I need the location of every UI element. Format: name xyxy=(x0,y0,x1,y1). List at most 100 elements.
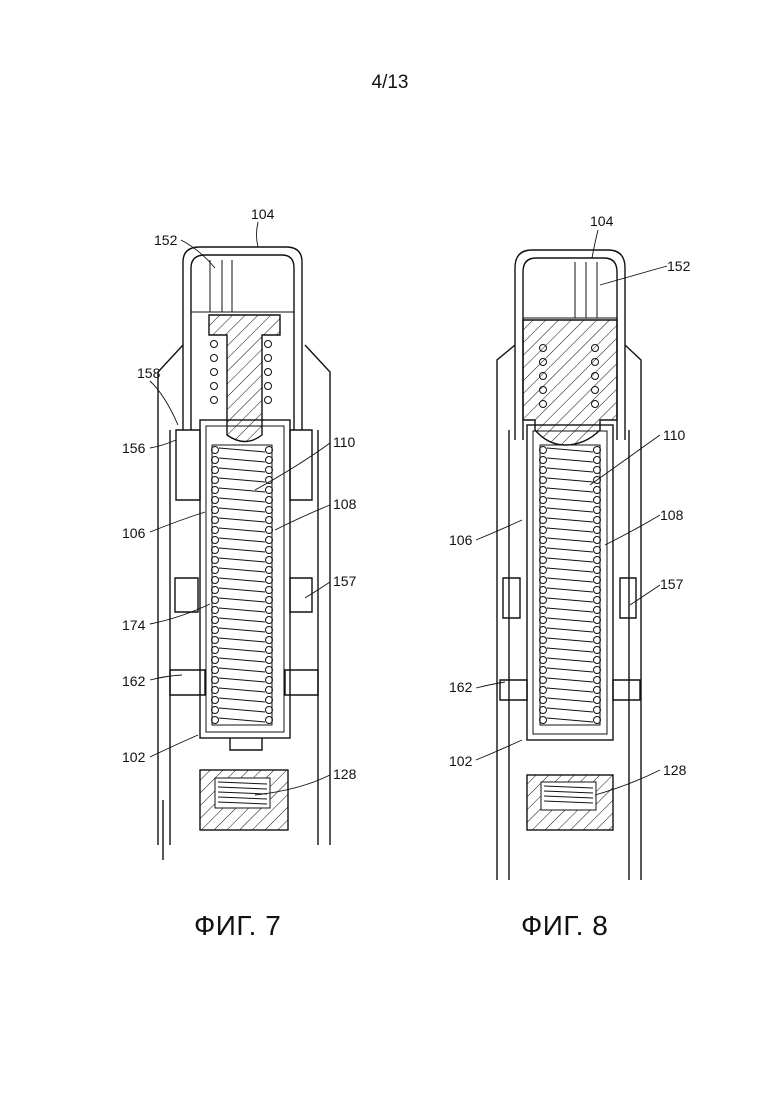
spring-wire xyxy=(547,528,593,532)
spring-wire xyxy=(547,628,593,632)
spring-coil xyxy=(212,667,219,674)
spring-wire xyxy=(219,578,265,582)
spring-coil xyxy=(266,657,273,664)
spring-wire xyxy=(547,488,593,492)
spring-coil xyxy=(594,537,601,544)
spring-wire xyxy=(219,458,265,462)
spring-coil xyxy=(594,517,601,524)
spring-wire xyxy=(547,448,593,452)
spring-coil xyxy=(266,697,273,704)
spring-wire xyxy=(219,628,265,632)
spring-wire xyxy=(219,638,265,642)
spring-wire xyxy=(547,498,593,502)
spring-coil xyxy=(594,467,601,474)
spring-coil xyxy=(594,637,601,644)
spring-wire xyxy=(547,478,593,482)
spring-coil xyxy=(266,497,273,504)
spring-coil xyxy=(266,587,273,594)
spring-coil xyxy=(212,717,219,724)
label-106: 106 xyxy=(122,525,146,541)
label-152: 152 xyxy=(667,258,691,274)
spring-coil xyxy=(212,477,219,484)
spring-coil xyxy=(540,687,547,694)
spring-coil xyxy=(540,467,547,474)
spring-coil xyxy=(594,567,601,574)
label-128: 128 xyxy=(663,762,687,778)
label-174: 174 xyxy=(122,617,146,633)
spring-wire xyxy=(219,718,265,722)
spring-coil xyxy=(540,677,547,684)
spring-coil xyxy=(540,697,547,704)
spring-coil xyxy=(212,677,219,684)
spring-coil xyxy=(540,557,547,564)
spring-wire xyxy=(219,668,265,672)
spring-coil xyxy=(266,717,273,724)
spring-coil xyxy=(266,467,273,474)
spring-coil xyxy=(540,577,547,584)
spring-wire xyxy=(547,548,593,552)
spring-wire xyxy=(219,528,265,532)
spring-wire xyxy=(219,568,265,572)
spring-wire xyxy=(219,588,265,592)
spring-wire xyxy=(219,548,265,552)
spring-coil xyxy=(540,477,547,484)
label-104: 104 xyxy=(251,206,275,222)
spring-wire xyxy=(547,538,593,542)
spring-wire xyxy=(219,598,265,602)
spring-wire xyxy=(219,508,265,512)
spring-coil xyxy=(266,537,273,544)
spring-coil xyxy=(594,597,601,604)
spring-coil xyxy=(266,487,273,494)
spring-coil xyxy=(594,497,601,504)
spring-coil xyxy=(212,527,219,534)
spring-coil xyxy=(212,487,219,494)
spring-wire xyxy=(219,658,265,662)
spring-coil xyxy=(266,597,273,604)
spring-coil xyxy=(594,687,601,694)
spring-wire xyxy=(547,508,593,512)
spring-wire xyxy=(219,468,265,472)
spring-wire xyxy=(219,498,265,502)
label-162: 162 xyxy=(449,679,473,695)
spring-wire xyxy=(547,518,593,522)
spring-wire xyxy=(219,538,265,542)
label-157: 157 xyxy=(660,576,684,592)
label-108: 108 xyxy=(660,507,684,523)
spring-coil xyxy=(540,597,547,604)
spring-coil xyxy=(594,557,601,564)
spring-coil xyxy=(540,627,547,634)
spring-coil xyxy=(540,567,547,574)
spring-coil xyxy=(594,487,601,494)
spring-wire xyxy=(547,668,593,672)
spring-coil xyxy=(594,617,601,624)
spring-wire xyxy=(219,518,265,522)
spring-coil xyxy=(540,637,547,644)
spring-coil xyxy=(540,707,547,714)
spring-wire xyxy=(547,578,593,582)
spring-coil xyxy=(594,697,601,704)
spring-coil xyxy=(594,457,601,464)
spring-coil xyxy=(540,647,547,654)
figure-7-caption: ФИГ. 7 xyxy=(194,910,281,942)
spring-coil xyxy=(266,557,273,564)
spring-coil xyxy=(540,537,547,544)
label-110: 110 xyxy=(663,427,686,443)
spring-coil xyxy=(266,637,273,644)
spring-wire xyxy=(219,648,265,652)
figure-7-drawing xyxy=(150,222,330,860)
spring-coil xyxy=(594,547,601,554)
label-110: 110 xyxy=(333,434,356,450)
spring-wire xyxy=(547,618,593,622)
spring-coil xyxy=(212,627,219,634)
spring-coil xyxy=(266,547,273,554)
spring-coil xyxy=(212,587,219,594)
spring-coil xyxy=(594,657,601,664)
label-102: 102 xyxy=(122,749,146,765)
spring-coil xyxy=(266,617,273,624)
spring-coil xyxy=(266,607,273,614)
spring-coil xyxy=(266,507,273,514)
spring-coil xyxy=(212,617,219,624)
spring-wire xyxy=(547,698,593,702)
spring-coil xyxy=(212,687,219,694)
spring-wire xyxy=(547,638,593,642)
